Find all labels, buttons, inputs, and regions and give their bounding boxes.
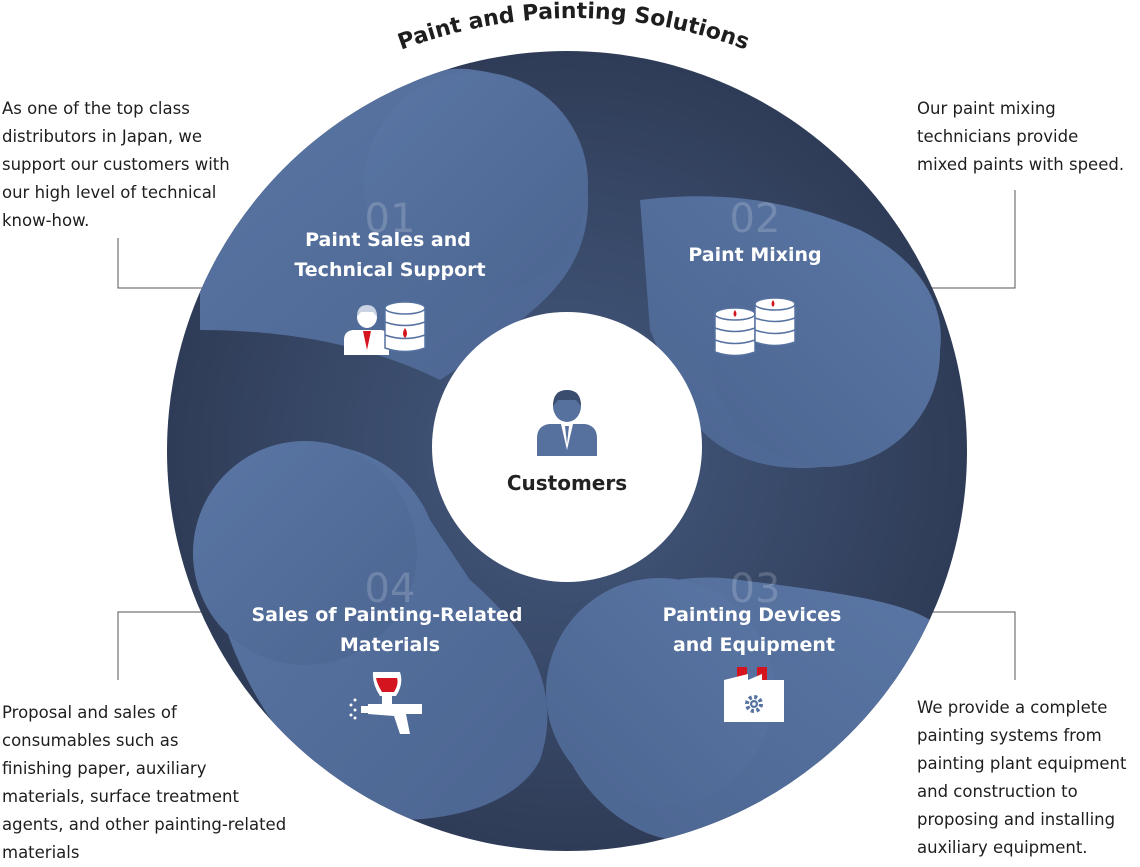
connector-04 xyxy=(117,611,205,680)
description-01: As one of the top class distributors in … xyxy=(2,95,230,235)
description-04-line-4: materials, surface treatment xyxy=(2,787,239,806)
description-03: We provide a complete painting systems f… xyxy=(917,694,1127,862)
segment-title-04-line-1: Sales of Painting-Related xyxy=(251,604,522,626)
description-04-line-6: materials xyxy=(2,843,80,862)
description-02-line-3: mixed paints with speed. xyxy=(917,155,1125,174)
segment-title-01-line-1: Paint Sales and xyxy=(305,229,471,251)
description-03-line-2: painting systems from xyxy=(917,726,1102,745)
petals xyxy=(193,68,941,842)
segment-number-01: 01 xyxy=(365,196,416,242)
description-01-line-2: distributors in Japan, we xyxy=(2,127,203,146)
diagram-title: Paint and Painting Solutions xyxy=(395,0,753,55)
description-04-line-2: consumables such as xyxy=(2,731,179,750)
connector-lines xyxy=(117,190,1016,680)
segment-title-03-line-1: Painting Devices xyxy=(663,604,842,626)
center-label: Customers xyxy=(507,471,627,495)
description-01-line-3: support our customers with xyxy=(2,155,230,174)
segment-number-04: 04 xyxy=(365,566,416,612)
connector-02 xyxy=(930,190,1016,289)
description-04-line-3: finishing paper, auxiliary xyxy=(2,759,207,778)
description-02-line-1: Our paint mixing xyxy=(917,99,1056,118)
description-03-line-6: auxiliary equipment. xyxy=(917,838,1088,857)
description-03-line-3: painting plant equipment xyxy=(917,754,1127,773)
description-04: Proposal and sales of consumables such a… xyxy=(2,699,286,867)
connector-01 xyxy=(117,238,204,289)
description-03-line-5: proposing and installing xyxy=(917,810,1116,829)
segment-title-02-line-1: Paint Mixing xyxy=(688,244,821,266)
description-01-line-5: know-how. xyxy=(2,211,90,230)
description-03-line-4: and construction to xyxy=(917,782,1078,801)
customer-icon xyxy=(537,390,597,456)
description-01-line-1: As one of the top class xyxy=(2,99,190,118)
diagram-title-text: Paint and Painting Solutions xyxy=(395,0,753,55)
factory-gear-icon xyxy=(724,667,784,722)
segment-number-02: 02 xyxy=(730,196,781,242)
segment-number-03: 03 xyxy=(730,566,781,612)
description-04-line-5: agents, and other painting-related xyxy=(2,815,287,834)
description-02-line-2: technicians provide xyxy=(917,127,1079,146)
segment-title-04-line-2: Materials xyxy=(340,634,440,656)
description-03-line-1: We provide a complete xyxy=(917,698,1108,717)
salesperson-paint-drums-icon xyxy=(344,301,426,355)
segment-title-01-line-2: Technical Support xyxy=(294,259,485,281)
description-02: Our paint mixing technicians provide mix… xyxy=(917,95,1124,179)
paint-drums-icon xyxy=(714,297,796,357)
segment-title-03-line-2: and Equipment xyxy=(673,634,835,656)
description-04-line-1: Proposal and sales of xyxy=(2,703,177,722)
connector-03 xyxy=(930,611,1016,680)
spray-gun-icon xyxy=(349,672,422,734)
description-01-line-4: our high level of technical xyxy=(2,183,217,202)
